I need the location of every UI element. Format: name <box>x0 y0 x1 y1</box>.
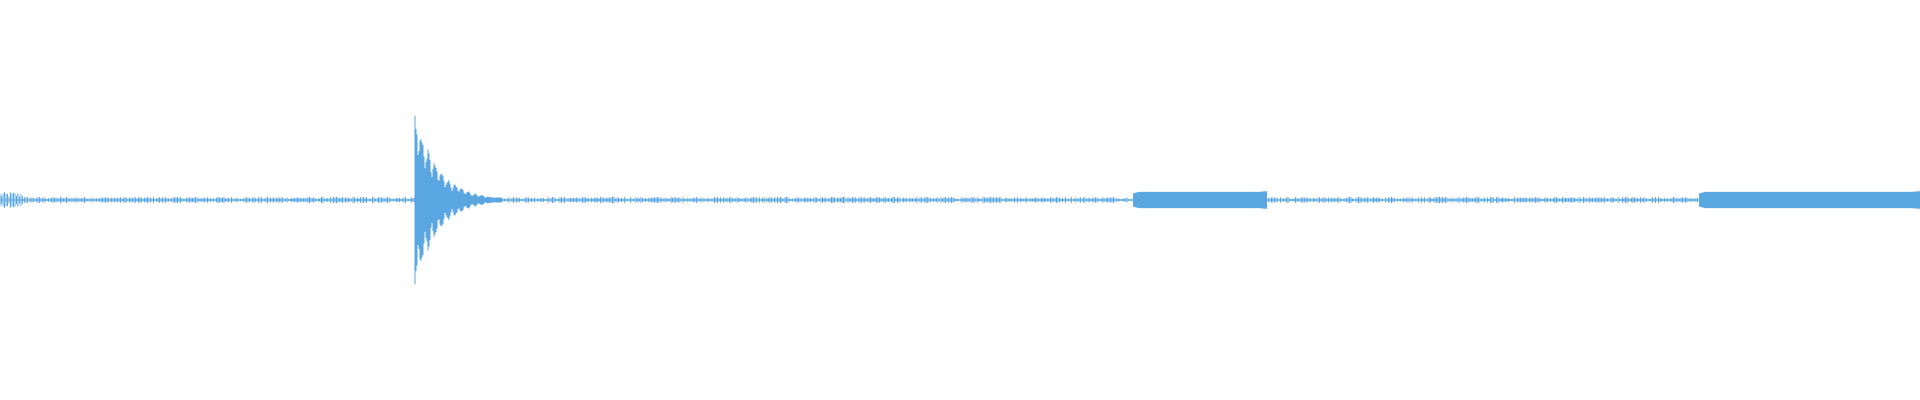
waveform-bars <box>0 115 1698 285</box>
waveform-tone-blocks <box>1133 191 1920 209</box>
waveform-tone-block <box>1699 191 1920 209</box>
waveform-tone-block <box>1133 191 1267 209</box>
